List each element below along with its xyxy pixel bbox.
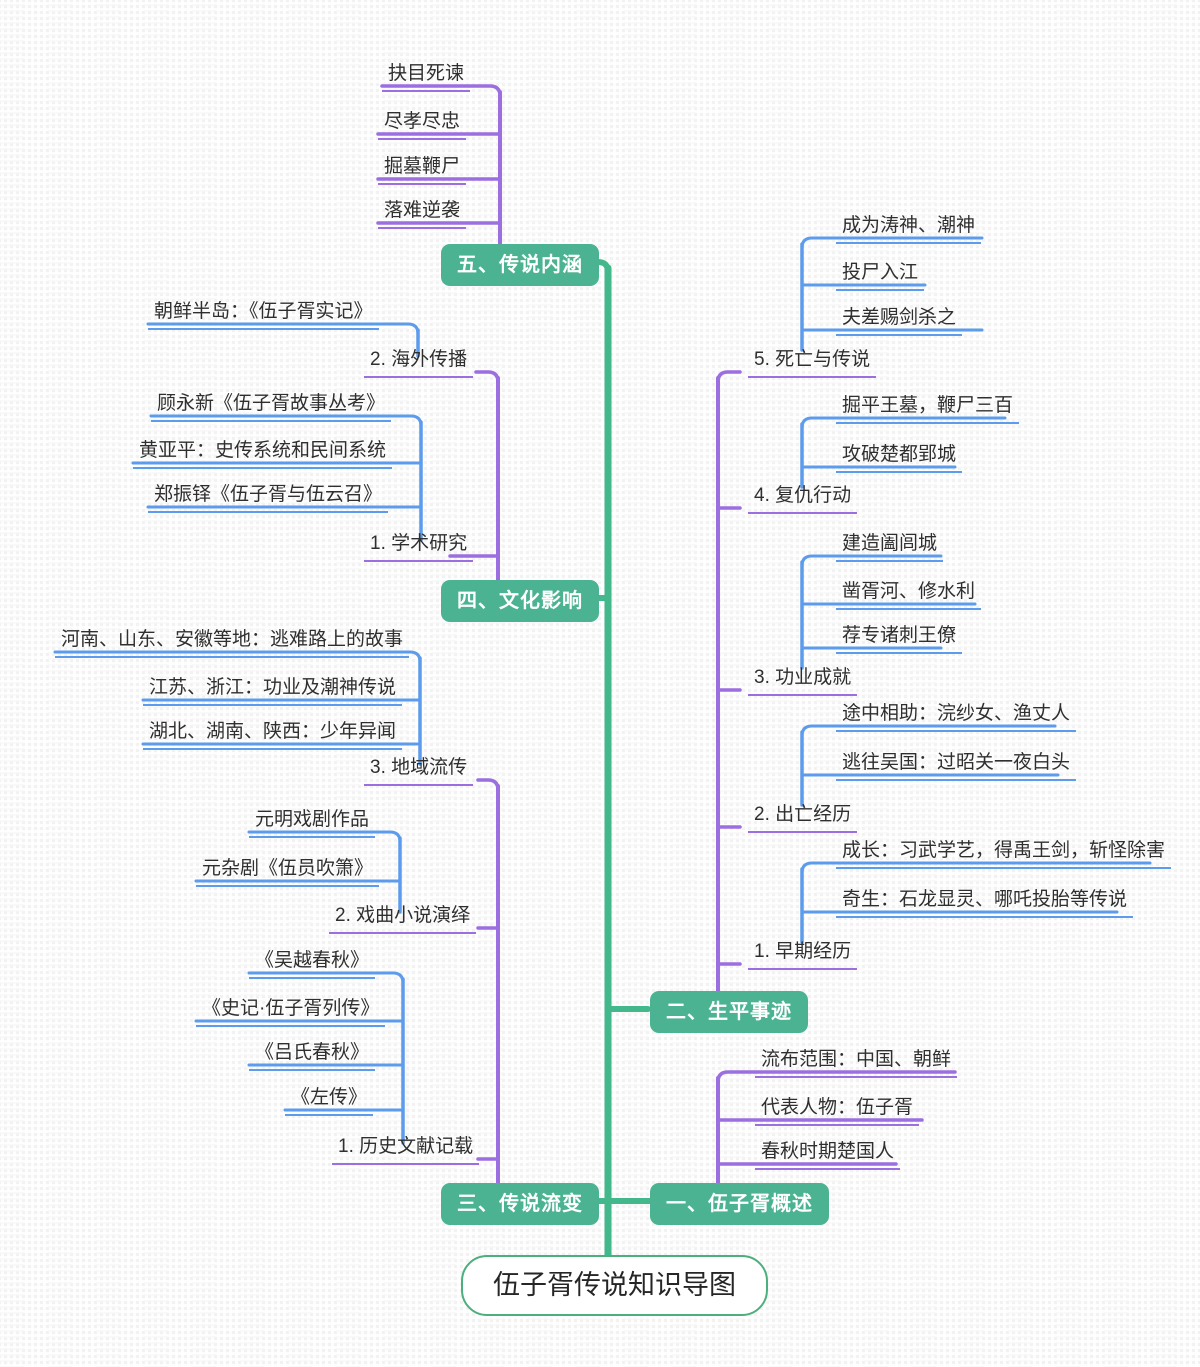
node-b4-child-1[interactable]: 2. 海外传播 (364, 346, 474, 378)
node-b2-child-2[interactable]: 3. 功业成就 (748, 664, 858, 696)
root-node[interactable]: 伍子胥传说知识导图 (461, 1255, 768, 1316)
node-b3-child-2[interactable]: 3. 地域流传 (364, 754, 474, 786)
node-b5-child-2[interactable]: 掘墓鞭尸 (378, 153, 467, 185)
node-b3-c0-leaf-1[interactable]: 《史记·伍子胥列传》 (196, 995, 386, 1027)
branch-node-4[interactable]: 四、文化影响 (441, 580, 599, 622)
node-b3-c0-leaf-3[interactable]: 《左传》 (285, 1084, 374, 1116)
node-b2-c3-leaf-1[interactable]: 攻破楚都郢城 (836, 441, 963, 473)
branch-node-1[interactable]: 一、伍子胥概述 (650, 1183, 829, 1225)
node-b5-child-3[interactable]: 落难逆袭 (378, 197, 467, 229)
node-b3-c2-leaf-2[interactable]: 湖北、湖南、陕西：少年异闻 (143, 718, 403, 750)
node-b2-c0-leaf-0[interactable]: 成长：习武学艺，得禹王剑，斩怪除害 (836, 837, 1172, 869)
node-b1-child-1[interactable]: 代表人物：伍子胥 (755, 1094, 920, 1126)
node-b3-c0-leaf-0[interactable]: 《吴越春秋》 (249, 947, 376, 979)
node-b2-child-4[interactable]: 5. 死亡与传说 (748, 346, 877, 378)
node-b3-c2-leaf-1[interactable]: 江苏、浙江：功业及潮神传说 (143, 674, 403, 706)
node-b4-c0-leaf-1[interactable]: 黄亚平：史传系统和民间系统 (133, 437, 393, 469)
node-b2-c1-leaf-0[interactable]: 途中相助：浣纱女、渔丈人 (836, 700, 1077, 732)
node-b2-c4-leaf-0[interactable]: 成为涛神、潮神 (836, 212, 982, 244)
node-b2-c3-leaf-0[interactable]: 掘平王墓，鞭尸三百 (836, 392, 1020, 424)
node-b3-c1-leaf-1[interactable]: 元杂剧《伍员吹箫》 (196, 855, 380, 887)
node-b3-c2-leaf-0[interactable]: 河南、山东、安徽等地：逃难路上的故事 (55, 626, 410, 658)
branch-node-5[interactable]: 五、传说内涵 (441, 244, 599, 286)
node-b2-c1-leaf-1[interactable]: 逃往吴国：过昭关一夜白头 (836, 749, 1077, 781)
node-b5-child-0[interactable]: 抉目死谏 (382, 60, 471, 92)
link-b3-c2 (476, 778, 500, 792)
node-b4-c0-leaf-2[interactable]: 郑振铎《伍子胥与伍云召》 (148, 481, 389, 513)
node-b3-c1-leaf-0[interactable]: 元明戏剧作品 (249, 806, 376, 838)
node-b3-child-1[interactable]: 2. 戏曲小说演绎 (329, 902, 477, 934)
node-b2-c0-leaf-1[interactable]: 奇生：石龙显灵、哪吒投胎等传说 (836, 886, 1134, 918)
node-b2-c2-leaf-2[interactable]: 荐专诸刺王僚 (836, 622, 963, 654)
branch-node-3[interactable]: 三、传说流变 (441, 1183, 599, 1225)
link-b2-c4 (716, 370, 742, 384)
node-b4-c0-leaf-0[interactable]: 顾永新《伍子胥故事丛考》 (151, 390, 392, 422)
node-b1-child-2[interactable]: 春秋时期楚国人 (755, 1138, 901, 1170)
node-b2-c2-leaf-1[interactable]: 凿胥河、修水利 (836, 578, 982, 610)
node-b3-c0-leaf-2[interactable]: 《吕氏春秋》 (249, 1039, 376, 1071)
node-b2-c4-leaf-2[interactable]: 夫差赐剑杀之 (836, 304, 963, 336)
node-b1-child-0[interactable]: 流布范围：中国、朝鲜 (755, 1046, 958, 1078)
link-b4-c1 (474, 370, 500, 384)
node-b2-child-0[interactable]: 1. 早期经历 (748, 938, 858, 970)
branch-node-2[interactable]: 二、生平事迹 (650, 991, 808, 1033)
node-b2-c2-leaf-0[interactable]: 建造阖闾城 (836, 530, 944, 562)
node-b2-c4-leaf-1[interactable]: 投尸入江 (836, 259, 925, 291)
node-b4-c1-leaf-0[interactable]: 朝鲜半岛：《伍子胥实记》 (148, 298, 379, 330)
node-b4-child-0[interactable]: 1. 学术研究 (364, 530, 474, 562)
node-b5-child-1[interactable]: 尽孝尽忠 (378, 108, 467, 140)
node-b3-child-0[interactable]: 1. 历史文献记载 (332, 1133, 480, 1165)
node-b2-child-1[interactable]: 2. 出亡经历 (748, 801, 858, 833)
node-b2-child-3[interactable]: 4. 复仇行动 (748, 482, 858, 514)
